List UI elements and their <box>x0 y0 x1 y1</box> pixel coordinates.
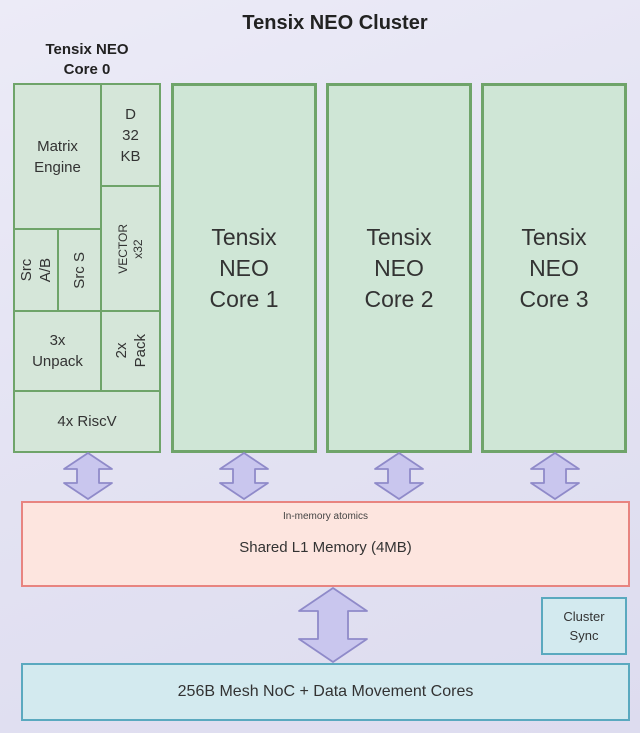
vector-block: VECTOR x32 <box>100 185 161 312</box>
unpack-line1: 3x <box>49 332 66 349</box>
core3-line2: NEO <box>529 254 579 281</box>
core1-block: Tensix NEO Core 1 <box>171 83 317 453</box>
core2-block: Tensix NEO Core 2 <box>326 83 472 453</box>
core2-line2: NEO <box>374 254 424 281</box>
core3-memory-arrow <box>530 452 580 500</box>
pack-line1: 2x <box>112 343 130 359</box>
matrix-engine-block: Matrix Engine <box>13 83 102 230</box>
core1-line2: NEO <box>219 254 269 281</box>
core2-line3: Core 2 <box>364 285 434 312</box>
vector-line2: x32 <box>130 238 145 259</box>
cluster-sync-line1: Cluster <box>563 609 605 624</box>
matrix-engine-line2: Engine <box>34 158 81 176</box>
dest-memory-line3: KB <box>120 147 141 165</box>
core3-block: Tensix NEO Core 3 <box>481 83 627 453</box>
core3-line3: Core 3 <box>519 285 589 312</box>
shared-l1-memory-label: Shared L1 Memory (4MB) <box>239 539 412 556</box>
core1-line3: Core 1 <box>209 285 279 312</box>
pack-block: 2x Pack <box>100 310 161 392</box>
core1-line1: Tensix <box>211 223 277 250</box>
unpack-block: 3x Unpack <box>13 310 102 392</box>
in-memory-atomics-label: In-memory atomics <box>282 511 368 522</box>
src-ab-line1: Src <box>18 258 35 282</box>
unpack-line2: Unpack <box>32 353 83 370</box>
core2-memory-arrow <box>374 452 424 500</box>
core0-label-line2: Core 0 <box>63 61 111 78</box>
dest-memory-block: D 32 KB <box>100 83 161 187</box>
mesh-noc-block: 256B Mesh NoC + Data Movement Cores <box>21 663 630 721</box>
memory-noc-arrow <box>298 587 368 663</box>
diagram-title: Tensix NEO Cluster <box>242 12 428 34</box>
dest-memory-line2: 32 <box>122 126 139 144</box>
mesh-noc-label: 256B Mesh NoC + Data Movement Cores <box>177 683 474 700</box>
vector-line1: VECTOR <box>115 223 130 274</box>
matrix-engine-line1: Matrix <box>37 137 78 155</box>
riscv-block: 4x RiscV <box>13 390 161 453</box>
cluster-sync-line2: Sync <box>569 628 599 643</box>
shared-l1-memory-block: In-memory atomics Shared L1 Memory (4MB) <box>21 501 630 587</box>
riscv-label: 4x RiscV <box>57 413 117 430</box>
core2-line1: Tensix <box>366 223 432 250</box>
src-ab-block: Src A/B <box>13 228 59 312</box>
core0-label-line1: Tensix NEO <box>45 41 129 58</box>
cluster-sync-block: Cluster Sync <box>541 597 627 655</box>
src-s-block: Src S <box>57 228 102 312</box>
pack-line2: Pack <box>131 334 149 368</box>
core0-memory-arrow <box>63 452 113 500</box>
core1-memory-arrow <box>219 452 269 500</box>
src-ab-line2: A/B <box>37 257 54 283</box>
dest-memory-line1: D <box>125 105 136 123</box>
core0-label: Tensix NEO Core 0 <box>24 40 150 80</box>
core3-line1: Tensix <box>521 223 587 250</box>
src-s-label: Src S <box>71 251 88 289</box>
